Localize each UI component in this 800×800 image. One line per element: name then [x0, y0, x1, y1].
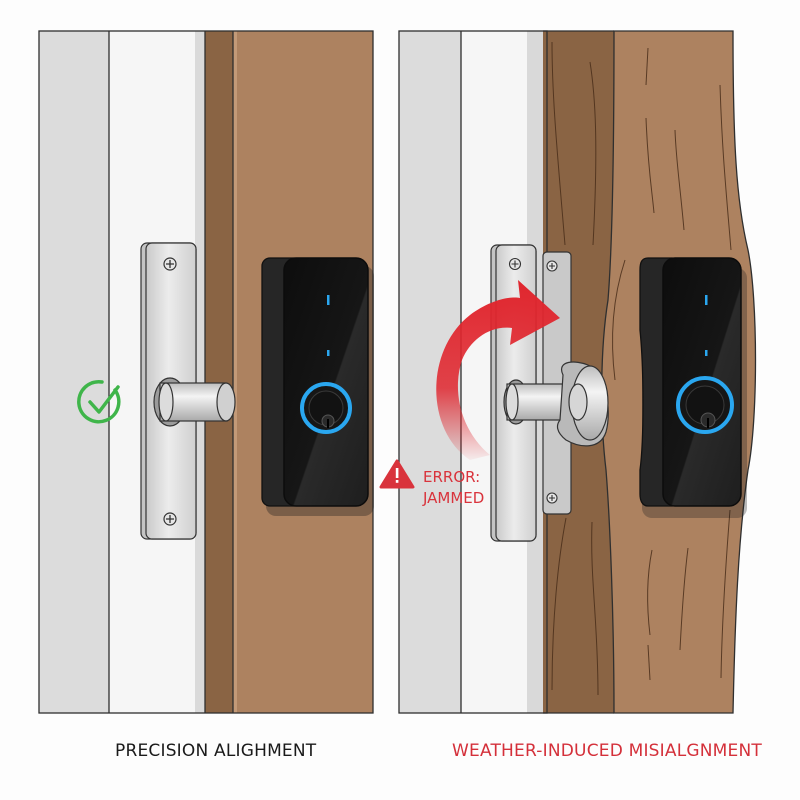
screw-icon	[546, 260, 558, 272]
keyhole-icon	[700, 412, 716, 428]
precision-alignment-caption: PRECISION ALIGHMENT	[115, 741, 317, 761]
smart-lock-device	[261, 257, 374, 516]
error-jammed-label: ERROR: JAMMED	[423, 467, 484, 509]
rotate-arrow-icon	[436, 280, 560, 460]
door-edge-dark-wood	[205, 31, 233, 713]
status-led-icon	[327, 350, 330, 356]
error-line: JAMMED	[423, 489, 485, 507]
wood-grain	[551, 41, 732, 696]
check-circle-icon	[77, 380, 121, 424]
deadbolt-aligned	[153, 377, 236, 427]
keyhole-icon	[321, 414, 335, 428]
error-line: ERROR:	[423, 468, 481, 486]
screw-icon	[508, 257, 522, 271]
screw-icon	[546, 492, 558, 504]
frame-gray-column	[39, 31, 109, 713]
screw-icon	[163, 257, 177, 271]
status-led-icon	[705, 350, 708, 356]
deadbolt-jammed	[503, 361, 609, 447]
warning-triangle-icon	[379, 459, 415, 489]
status-led-icon	[327, 295, 330, 305]
weather-misalignment-caption: WEATHER-INDUCED MISIALGNMENT	[452, 741, 762, 761]
smart-lock-device	[639, 257, 747, 518]
status-led-icon	[705, 295, 708, 305]
screw-icon	[163, 512, 177, 526]
